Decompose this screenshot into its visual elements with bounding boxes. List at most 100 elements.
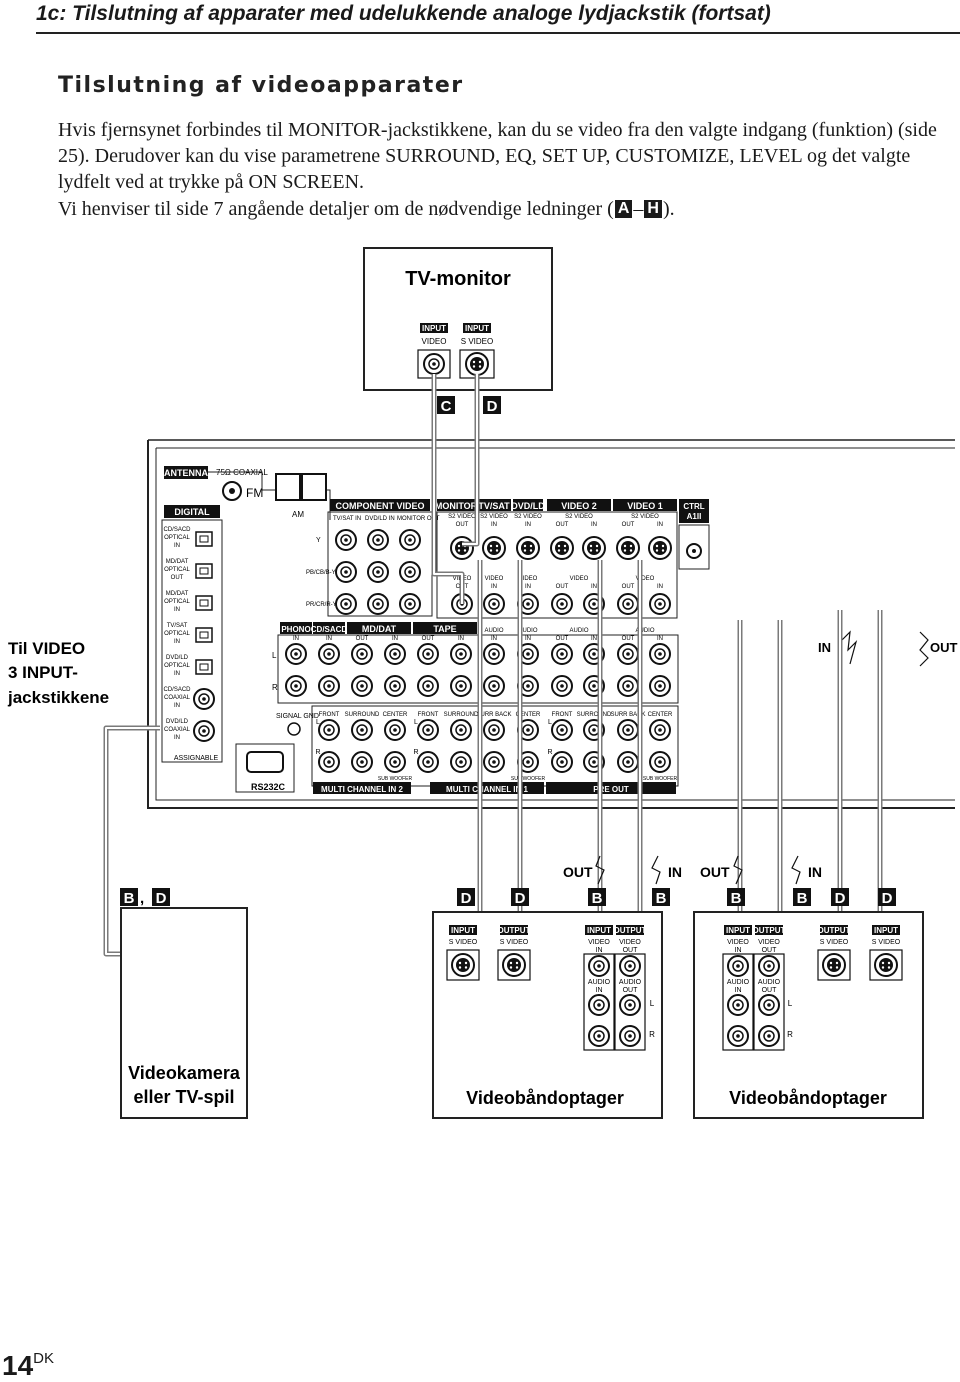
vcr1-in-arrow-icon bbox=[651, 855, 661, 885]
vcr1-name: Videobåndoptager bbox=[466, 1088, 624, 1108]
phono-label-bg bbox=[280, 622, 312, 634]
component-jack bbox=[367, 561, 389, 583]
tv-sat-label: TV/SAT bbox=[478, 501, 510, 511]
audio-io-label: OUT bbox=[356, 636, 369, 642]
vcr-jack-sub-io: OUT bbox=[762, 947, 778, 954]
vcr2-jack-group: INPUTVIDEOINAUDIOINOUTPUTVIDEOOUTAUDIOOU… bbox=[722, 925, 903, 1051]
vcr-audio-io-label: OUT bbox=[762, 987, 778, 994]
antenna-label: ANTENNA bbox=[164, 468, 208, 478]
mc-jack-top-10 bbox=[649, 719, 671, 741]
vcr-audio-jack-r bbox=[619, 1025, 641, 1047]
vcr-jack-label-bg bbox=[616, 925, 644, 935]
digital-jack-6 bbox=[193, 720, 215, 742]
vcr-jack-label-bg bbox=[449, 925, 477, 935]
vcr2-out-label: OUT bbox=[700, 864, 730, 880]
audio-jack-r-6 bbox=[483, 675, 505, 697]
digital-jack-5 bbox=[193, 688, 215, 710]
fm-label: FM bbox=[246, 486, 263, 500]
cable-tag-4-bg bbox=[727, 888, 745, 906]
pre-out-label: PRE OUT bbox=[593, 785, 629, 794]
audio-jack-l-6 bbox=[483, 643, 505, 665]
cable-tag-2-bg bbox=[588, 888, 606, 906]
digital-input-label: TV/SAT bbox=[167, 623, 188, 629]
rs232c-label: RS232C bbox=[251, 782, 286, 792]
video1-label-bg bbox=[613, 499, 677, 511]
md-dat-label: MD/DAT bbox=[362, 624, 397, 634]
video1-label: VIDEO 1 bbox=[627, 501, 663, 511]
video-io-label: OUT bbox=[556, 584, 569, 590]
digital-input-label: IN bbox=[174, 543, 180, 549]
component-video-label: COMPONENT VIDEO bbox=[335, 501, 424, 511]
vcr-jack-frame bbox=[446, 949, 480, 981]
dvd-ld-label-bg bbox=[513, 499, 543, 511]
page-number-value: 14 bbox=[2, 1350, 34, 1381]
cable-tag-3-bg bbox=[652, 888, 670, 906]
mc-jack-top-9 bbox=[617, 719, 639, 741]
svideo-jack-3 bbox=[550, 536, 574, 560]
paragraph-2-end: ). bbox=[662, 198, 675, 220]
vcr-jack-sub: VIDEO bbox=[758, 939, 780, 946]
mc-channel-label: CENTER bbox=[516, 712, 541, 718]
digital-input-label: COAXIAL bbox=[164, 695, 191, 701]
signal-gnd-label: SIGNAL GND bbox=[276, 713, 319, 720]
mc-jack-bot-7 bbox=[551, 751, 573, 773]
svideo-jack-5 bbox=[616, 536, 640, 560]
vcr2-r-label: R bbox=[787, 1030, 793, 1039]
digital-input-label: CD/SACD bbox=[163, 527, 191, 533]
antenna-label-bg bbox=[164, 466, 208, 479]
multichannel-jack-grid bbox=[318, 719, 671, 773]
mc-l-label: L bbox=[548, 719, 552, 726]
vcr-audio-io-label: IN bbox=[735, 987, 742, 994]
digital-input-label: DVD/LD bbox=[166, 655, 189, 661]
audio-jack-l-0 bbox=[285, 643, 307, 665]
vcr-jack-sub: S VIDEO bbox=[872, 939, 901, 946]
audio-io-label: IN bbox=[326, 636, 332, 642]
component-jack bbox=[399, 561, 421, 583]
cable-tag-1-bg bbox=[511, 888, 529, 906]
tv-input-sub-2: S VIDEO bbox=[461, 337, 493, 346]
video-io-label: IN bbox=[657, 584, 663, 590]
ctrl-jack-center bbox=[692, 549, 696, 553]
mc-channel-label: FRONT bbox=[418, 712, 439, 718]
receiver-outline bbox=[147, 440, 955, 809]
body-text: Hvis fjernsynet forbindes til MONITOR-ja… bbox=[58, 117, 938, 222]
tv-monitor-title: TV-monitor bbox=[405, 268, 511, 290]
mc-jack-bot-9 bbox=[617, 751, 639, 773]
audio-io-label: IN bbox=[491, 636, 497, 642]
ctrl-label-bg bbox=[679, 499, 709, 523]
video-io-label: IN bbox=[491, 584, 497, 590]
mc-subwoofer-label: SUB WOOFER bbox=[511, 776, 546, 782]
vcr2-name: Videobåndoptager bbox=[729, 1088, 887, 1108]
tv-input-label-1: INPUT bbox=[422, 324, 446, 333]
vcr-svideo-jack bbox=[874, 953, 898, 977]
vcr-jack-sub-io: OUT bbox=[623, 947, 639, 954]
audio-l-label: L bbox=[272, 651, 277, 660]
ir-out-label: OUT bbox=[930, 640, 958, 655]
vcr-video-jack bbox=[727, 955, 749, 977]
svideo-io-label: IN bbox=[491, 522, 497, 528]
vcr2-out-arrow-icon bbox=[733, 855, 743, 885]
component-jack bbox=[399, 529, 421, 551]
monitor-label-bg bbox=[437, 499, 475, 511]
multichannel-in2-label: MULTI CHANNEL IN 2 bbox=[321, 785, 403, 794]
component-jack bbox=[367, 593, 389, 615]
svideo-jack-4 bbox=[582, 536, 606, 560]
video-io-label: IN bbox=[591, 584, 597, 590]
mc-channel-label: SURROUND bbox=[444, 712, 479, 718]
cable-tag-2: B bbox=[592, 890, 603, 907]
video-io-label: OUT bbox=[622, 584, 635, 590]
component-jack bbox=[335, 529, 357, 551]
vcr-jack-label-bg bbox=[755, 925, 783, 935]
mc-jack-top-4 bbox=[450, 719, 472, 741]
audio-jack-l-3 bbox=[384, 643, 406, 665]
am-label: AM bbox=[292, 510, 304, 519]
digital-input-label: MD/DAT bbox=[166, 591, 189, 597]
assignable-label: ASSIGNABLE bbox=[174, 755, 219, 762]
mc-subwoofer-label: SUB WOOFER bbox=[643, 776, 678, 782]
am-terminal-1 bbox=[275, 473, 301, 501]
phono-label: PHONO bbox=[281, 625, 310, 634]
video-io-label: OUT bbox=[556, 522, 569, 528]
audio-jack-l-4 bbox=[417, 643, 439, 665]
